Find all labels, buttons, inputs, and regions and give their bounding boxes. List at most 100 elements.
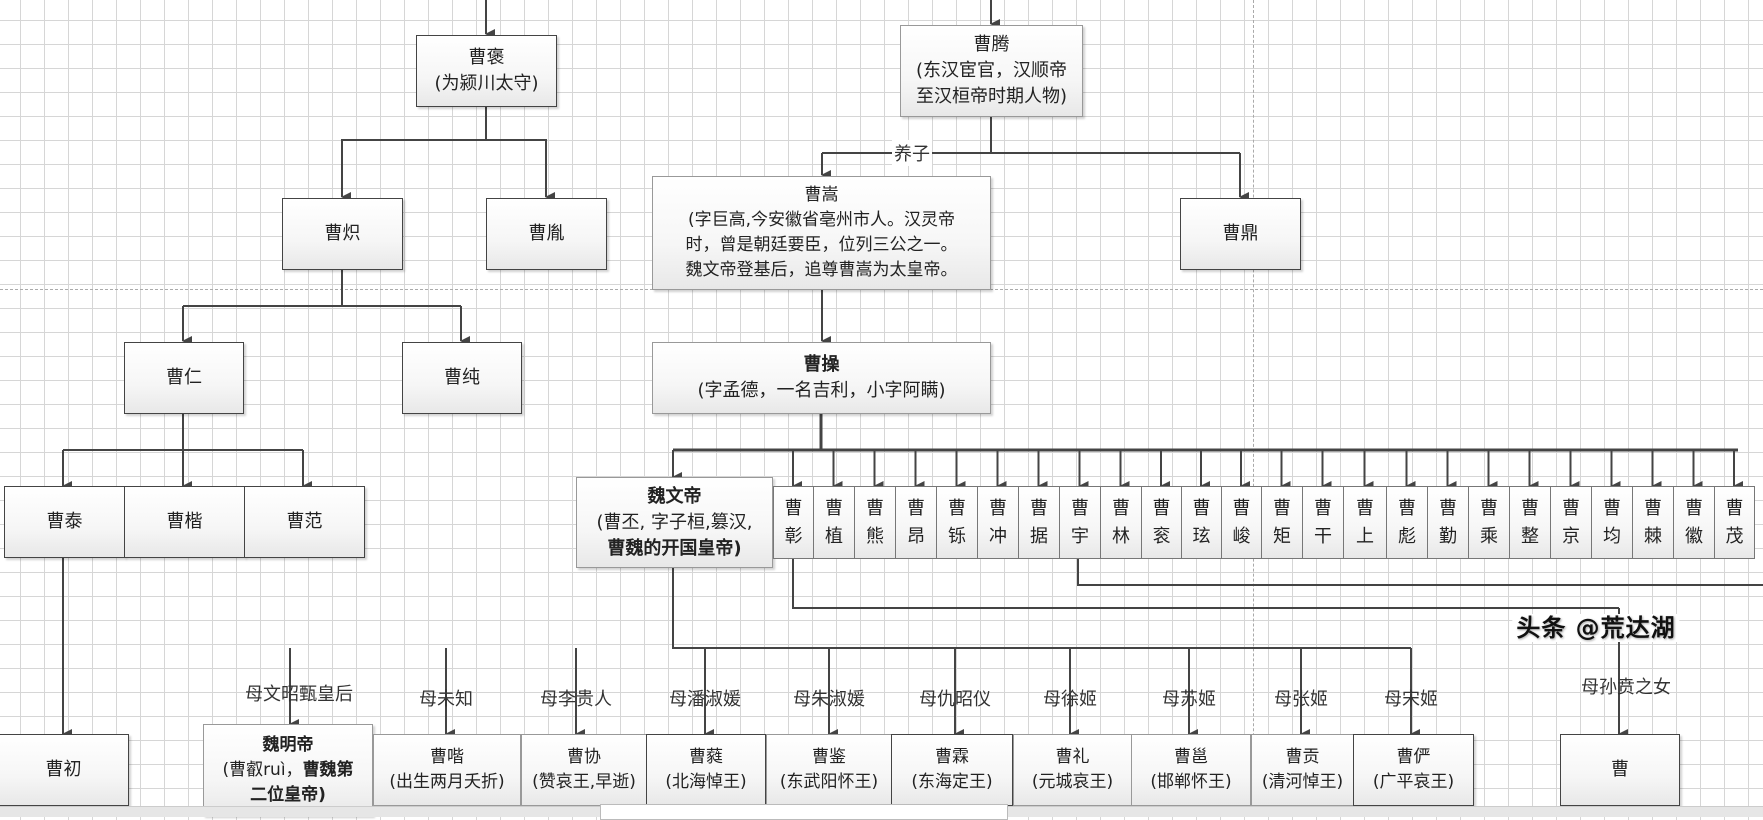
son-cell-cao-23[interactable]: 曹徽 — [1673, 486, 1715, 559]
son-cell-cao-15[interactable]: 曹上 — [1343, 486, 1387, 559]
son-surname: 曹 — [1192, 497, 1211, 519]
son-given-name: 矩 — [1273, 525, 1291, 547]
son-cell-cao-5[interactable]: 曹铄 — [936, 486, 978, 559]
son-surname: 曹 — [1439, 497, 1457, 519]
node-cao-ren[interactable]: 曹仁 — [124, 342, 244, 414]
cao-chun-name: 曹纯 — [444, 367, 480, 388]
cao-song-note-2: 时，曾是朝廷要臣，位列三公之一。 — [685, 235, 958, 255]
son-cell-cao-14[interactable]: 曹干 — [1302, 486, 1344, 559]
son-surname: 曹 — [948, 497, 966, 519]
son-node-cao-pi-8[interactable]: 曹邕(邯郸怀王) — [1131, 734, 1251, 806]
node-cao-tai[interactable]: 曹泰 — [4, 486, 125, 558]
mother-label: 母李贵人 — [540, 689, 612, 710]
node-cao-chun[interactable]: 曹纯 — [402, 342, 522, 414]
node-cao-bao[interactable]: 曹褒 (为颍川太守) — [416, 35, 557, 107]
son-note: (广平哀王) — [1372, 772, 1455, 792]
son-name: 曹礼 — [1055, 747, 1090, 767]
son-cell-cao-24[interactable]: 曹茂 — [1714, 486, 1755, 559]
node-cao-ding[interactable]: 曹鼎 — [1180, 198, 1301, 270]
son-node-cao-pi-9[interactable]: 曹贡(清河悼王) — [1251, 734, 1354, 806]
son-cell-cao-12[interactable]: 曹峻 — [1221, 486, 1262, 559]
son-name: 曹贡 — [1285, 747, 1320, 767]
mother-label: 母仇昭仪 — [919, 689, 991, 710]
link-cao-zhang-branch — [792, 558, 1619, 609]
son-name: 曹邕 — [1174, 747, 1208, 767]
cao-ren-name: 曹仁 — [166, 367, 202, 388]
son-cell-cao-19[interactable]: 曹整 — [1509, 486, 1551, 559]
son-surname: 曹 — [1152, 497, 1171, 519]
son-name: 曹协 — [567, 747, 601, 767]
son-surname: 曹 — [1562, 497, 1580, 519]
son-cell-cao-22[interactable]: 曹棘 — [1632, 486, 1674, 559]
son-given-name: 峻 — [1232, 525, 1251, 547]
son-given-name: 宇 — [1071, 525, 1089, 547]
node-cao-kai[interactable]: 曹楷 — [124, 486, 245, 558]
son-cell-cao-7[interactable]: 曹据 — [1018, 486, 1060, 559]
son-node-cao-pi-10[interactable]: 曹俨(广平哀王) — [1353, 734, 1474, 806]
link-cao-pi-bus — [672, 568, 1411, 649]
son-given-name: 徽 — [1685, 525, 1703, 547]
son-cell-cao-18[interactable]: 曹乘 — [1468, 486, 1510, 559]
node-cao-chi[interactable]: 曹炽 — [282, 198, 403, 270]
cao-tai-name: 曹泰 — [46, 511, 83, 532]
link-cao-ren-children — [63, 414, 303, 451]
son-surname: 曹 — [784, 497, 803, 519]
son-given-name: 整 — [1521, 525, 1539, 547]
node-cao-fan[interactable]: 曹范 — [244, 486, 365, 558]
son-name: 魏明帝 — [262, 734, 314, 755]
son-node-cao-pi-7[interactable]: 曹礼 (元城哀王) — [1013, 734, 1132, 806]
son-node-cao-pi-5[interactable]: 曹鉴(东武阳怀王) — [766, 734, 892, 806]
son-cell-cao-10[interactable]: 曹衮 — [1141, 486, 1182, 559]
node-cao-song[interactable]: 曹嵩 (字巨高,今安徽省亳州市人。汉灵帝 时，曾是朝廷要臣，位列三公之一。 魏文… — [652, 176, 991, 290]
cao-cao-name: 曹操 — [803, 354, 840, 375]
son-given-name: 彪 — [1398, 525, 1416, 547]
son-cell-cao-13[interactable]: 曹矩 — [1261, 486, 1303, 559]
son-cell-cao-2[interactable]: 曹植 — [813, 486, 855, 559]
node-cao-teng[interactable]: 曹腾 (东汉宦官，汉顺帝 至汉桓帝时期人物) — [900, 25, 1083, 117]
son-cell-cao-17[interactable]: 曹勤 — [1427, 486, 1469, 559]
son-cell-cao-11[interactable]: 曹玹 — [1181, 486, 1222, 559]
son-given-name: 茂 — [1725, 525, 1744, 547]
son-cell-cao-8[interactable]: 曹宇 — [1059, 486, 1101, 559]
son-node-cao-pi-2[interactable]: 曹喈(出生两月夭折) — [373, 734, 521, 806]
node-wei-wendi[interactable]: 魏文帝 (曹丕, 字子桓,篡汉, 曹魏的开国皇帝) — [576, 477, 773, 568]
son-surname: 曹 — [1644, 497, 1662, 519]
son-node-cao-pi-3[interactable]: 曹协 (赞哀王,早逝) — [521, 734, 647, 806]
son-cell-cao-4[interactable]: 曹昂 — [895, 486, 937, 559]
son-node-cao-pi-4[interactable]: 曹蕤(北海悼王) — [646, 734, 766, 806]
son-note: (赞哀王,早逝) — [532, 772, 636, 792]
node-other-branch[interactable]: 曹 — [1560, 734, 1680, 806]
cao-song-note-1: (字巨高,今安徽省亳州市人。汉灵帝 — [687, 210, 956, 230]
son-cell-cao-9[interactable]: 曹林 — [1100, 486, 1142, 559]
mother-label: 母宋姬 — [1384, 689, 1438, 710]
son-surname: 曹 — [1480, 497, 1498, 519]
node-cao-cao[interactable]: 曹操 (字孟德，一名吉利，小字阿瞒) — [652, 342, 991, 414]
son-cell-cao-16[interactable]: 曹彪 — [1386, 486, 1428, 559]
node-cao-chu[interactable]: 曹初 — [0, 734, 129, 806]
son-surname: 曹 — [1603, 497, 1621, 519]
son-note: (出生两月夭折) — [389, 772, 505, 792]
son-name: 曹霖 — [935, 747, 969, 767]
son-given-name: 植 — [825, 525, 843, 547]
link-cao-bao-children — [341, 107, 547, 196]
son-surname: 曹 — [1521, 497, 1539, 519]
son-node-cao-pi-6[interactable]: 曹霖 (东海定王) — [891, 734, 1013, 806]
son-cell-cao-20[interactable]: 曹京 — [1550, 486, 1592, 559]
son-note: (东海定王) — [911, 772, 993, 792]
son-given-name: 上 — [1356, 525, 1374, 547]
son-note: (元城哀王) — [1031, 772, 1114, 792]
son-cell-cao-1[interactable]: 曹彰 — [773, 486, 814, 559]
son-given-name: 据 — [1030, 525, 1048, 547]
son-node-cao-pi-1[interactable]: 魏明帝(曹叡ruì，曹魏第二位皇帝) — [203, 724, 373, 816]
wei-wendi-note-1: (曹丕, 字子桓,篡汉, — [596, 511, 753, 533]
node-cao-yin[interactable]: 曹胤 — [486, 198, 607, 270]
son-cell-cao-6[interactable]: 曹冲 — [977, 486, 1019, 559]
son-note-line-2: 二位皇帝) — [250, 784, 326, 805]
son-cell-cao-21[interactable]: 曹均 — [1591, 486, 1633, 559]
mother-label: 母苏姬 — [1162, 689, 1216, 710]
son-cell-cao-3[interactable]: 曹熊 — [854, 486, 896, 559]
cao-fan-name: 曹范 — [286, 511, 323, 532]
son-given-name: 玹 — [1192, 525, 1211, 547]
mother-label: 母徐姬 — [1043, 689, 1097, 710]
cao-song-name: 曹嵩 — [804, 185, 839, 205]
